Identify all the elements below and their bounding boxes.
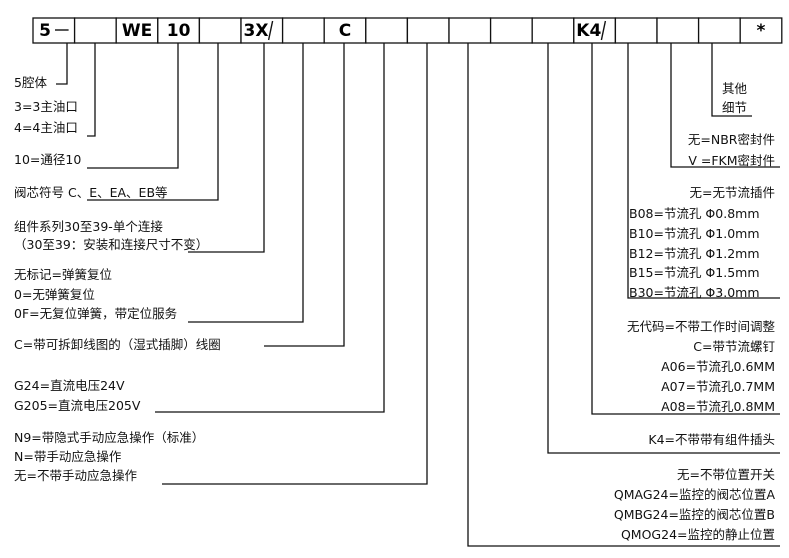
label-switch-qmag24: QMAG24=监控的阀芯位置A: [613, 487, 775, 502]
leader-line: [155, 43, 385, 413]
code-box: [697, 17, 741, 44]
code-box: [73, 17, 117, 44]
label-orifice-none: 无=无节流插件: [689, 185, 775, 200]
label-timing-a06: A06=节流孔0.6MM: [661, 359, 775, 374]
label-manual-1: N9=带隐式手动应急操作（标准）: [14, 430, 205, 445]
code-box-text: 10: [167, 21, 191, 41]
leader-lines: [56, 43, 780, 547]
leader-line: [188, 43, 304, 323]
label-orifice-b10: B10=节流孔 Φ1.0mm: [629, 226, 760, 241]
label-timing-a08: A08=节流孔0.8MM: [661, 399, 775, 414]
leader-line: [591, 43, 780, 415]
code-box: [531, 17, 575, 44]
leader-line: [87, 43, 96, 137]
code-box: [240, 17, 284, 44]
leader-line: [627, 43, 780, 299]
label-manual-3: 无=不带手动应急操作: [14, 468, 137, 483]
code-box: [365, 17, 409, 44]
leader-line: [56, 43, 68, 85]
label-seal-2: V =FKM密封件: [688, 153, 775, 168]
leader-line: [711, 43, 752, 117]
code-box-text: 5: [39, 21, 51, 41]
label-seal-1: 无=NBR密封件: [687, 132, 775, 147]
leader-line: [264, 43, 345, 347]
label-orifice-b30: B30=节流孔 Φ3.0mm: [629, 285, 760, 300]
label-orifice-b12: B12=节流孔 Φ1.2mm: [629, 246, 760, 261]
code-box: [406, 17, 450, 44]
code-box-text: *: [757, 21, 766, 41]
code-box: [656, 17, 700, 44]
code-box: [198, 17, 242, 44]
label-chambers: 5腔体: [14, 75, 47, 90]
code-box: [739, 17, 783, 44]
code-box: [614, 17, 658, 44]
label-voltage-2: G205=直流电压205V: [14, 398, 141, 413]
label-coil-plug: C=带可拆卸线图的（湿式插脚）线圈: [14, 337, 221, 352]
label-spool-symbol: 阀芯符号 C、E、EA、EB等: [14, 185, 168, 200]
label-spring-3: 0F=无复位弹簧，带定位服务: [14, 306, 178, 321]
leader-line: [670, 43, 780, 168]
label-series-line1: 组件系列30至39-单个连接: [14, 219, 163, 234]
label-other-2: 细节: [722, 100, 748, 115]
label-switch-qmbg24: QMBG24=监控的阀芯位置B: [613, 507, 775, 522]
leader-line: [467, 43, 780, 547]
code-box-text: K4: [576, 21, 601, 41]
label-orifice-b08: B08=节流孔 Φ0.8mm: [629, 206, 760, 221]
code-box-row: 5 WE 10 3X C K4 *: [32, 17, 783, 44]
label-switch-none: 无=不带位置开关: [677, 467, 775, 482]
leader-line: [87, 43, 219, 201]
label-timing-c: C=带节流螺钉: [693, 339, 775, 354]
label-other-1: 其他: [722, 81, 748, 96]
code-box: [489, 17, 533, 44]
code-slash: [600, 20, 607, 41]
label-series-line2: （30至39：安装和连接尺寸不变）: [14, 237, 209, 252]
label-timing-a07: A07=节流孔0.7MM: [661, 379, 775, 394]
code-box-text: 3X: [244, 21, 269, 41]
label-port-4: 4=4主油口: [14, 120, 78, 135]
code-box-text: C: [339, 21, 351, 41]
label-orifice-b15: B15=节流孔 Φ1.5mm: [629, 265, 760, 280]
label-manual-2: N=带手动应急操作: [14, 449, 122, 464]
leader-line: [87, 43, 179, 169]
code-box-text: WE: [122, 21, 152, 41]
label-k4-plug: K4=不带带有组件插头: [648, 432, 775, 447]
label-spring-2: 0=无弹簧复位: [14, 287, 95, 302]
leader-line: [162, 43, 428, 485]
leader-line: [188, 43, 265, 253]
code-slash: [267, 20, 274, 41]
label-voltage-1: G24=直流电压24V: [14, 378, 125, 393]
code-box: [281, 17, 325, 44]
label-port-3: 3=3主油口: [14, 99, 78, 114]
label-switch-qmog24: QMOG24=监控的静止位置: [620, 527, 775, 542]
leader-line: [547, 43, 780, 454]
code-box: [448, 17, 492, 44]
label-spring-1: 无标记=弹簧复位: [14, 267, 112, 282]
label-timing-none: 无代码=不带工作时间调整: [627, 319, 775, 334]
label-nominal-size: 10=通径10: [14, 152, 82, 167]
